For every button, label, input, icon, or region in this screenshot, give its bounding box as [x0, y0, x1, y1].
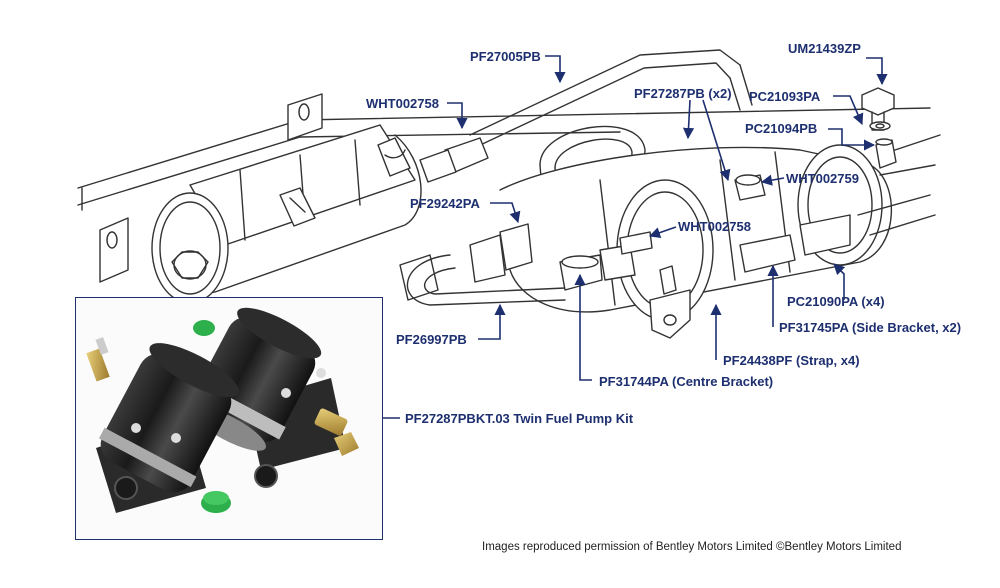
label-pf26997pb: PF26997PB — [396, 332, 467, 347]
feed-pipe — [406, 223, 653, 306]
label-pc21093pa: PC21093PA — [749, 89, 821, 104]
label-wht002758-mid: WHT002758 — [678, 219, 751, 234]
label-pf31745pa: PF31745PA (Side Bracket, x2) — [779, 320, 962, 335]
kit-photo-frame — [75, 297, 383, 540]
label-um21439zp: UM21439ZP — [788, 41, 861, 56]
label-pc21090pa: PC21090PA (x4) — [787, 294, 885, 309]
label-pf29242pa: PF29242PA — [410, 196, 480, 211]
label-pf27005pb: PF27005PB — [470, 49, 541, 64]
label-kit: PF27287PBKT.03 Twin Fuel Pump Kit — [405, 411, 634, 426]
filter-canister — [151, 124, 439, 304]
return-pipe — [419, 49, 753, 183]
label-pf31744pa: PF31744PA (Centre Bracket) — [599, 374, 774, 389]
label-pf24438pf: PF24438PF (Strap, x4) — [723, 353, 860, 368]
label-wht002759: WHT002759 — [786, 171, 859, 186]
label-pc21094pb: PC21094PB — [745, 121, 818, 136]
label-wht002758-top: WHT002758 — [366, 96, 439, 111]
leader-lines — [383, 55, 888, 419]
bolt-hardware — [861, 87, 897, 169]
twin-pump-kit-illustration — [86, 307, 359, 513]
label-pf27287pb: PF27287PB (x2) — [634, 86, 732, 101]
line-drawing — [77, 49, 941, 339]
credit-text: Images reproduced permission of Bentley … — [482, 541, 902, 553]
